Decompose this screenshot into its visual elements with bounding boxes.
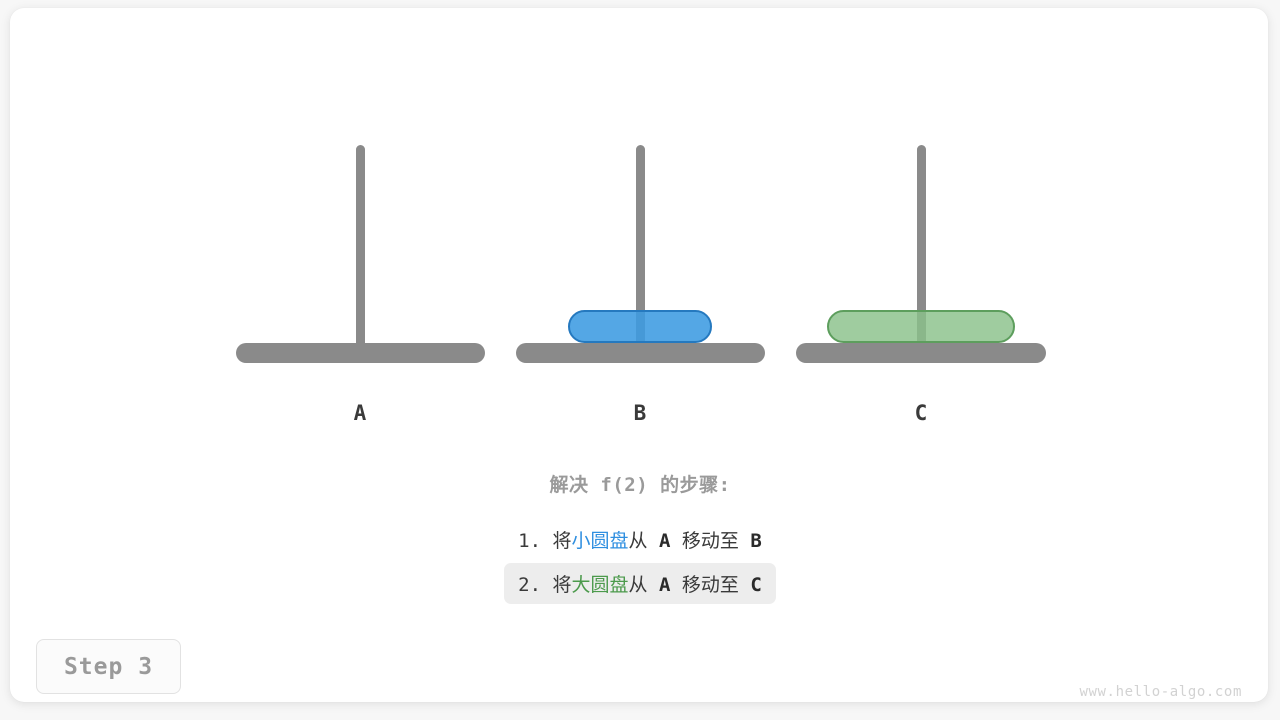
step-row: 1. 将小圆盘从 A 移动至 B: [504, 519, 776, 560]
step-object: 小圆盘: [571, 530, 629, 552]
step-object: 大圆盘: [571, 574, 629, 596]
peg-rod-a: [356, 145, 365, 350]
peg-rod-c: [917, 145, 926, 350]
peg-label-b: B: [633, 401, 647, 425]
disk-large: [827, 310, 1015, 343]
caption-block: 解决 f(2) 的步骤: 1. 将小圆盘从 A 移动至 B 2. 将大圆盘从 A…: [0, 470, 1280, 607]
caption-title: 解决 f(2) 的步骤:: [549, 474, 731, 496]
step-to-peg: B: [750, 530, 762, 552]
peg-base-a: [236, 343, 485, 363]
watermark: www.hello-algo.com: [1079, 684, 1242, 700]
step-to-peg: C: [750, 574, 762, 596]
step-verb: 将: [552, 574, 572, 596]
step-from-peg: A: [659, 574, 671, 596]
step-move-word: 移动至: [681, 574, 739, 596]
step-list: 1. 将小圆盘从 A 移动至 B 2. 将大圆盘从 A 移动至 C: [504, 519, 776, 607]
peg-rod-b: [636, 145, 645, 350]
step-from-word: 从: [628, 574, 648, 596]
step-index: 1.: [518, 530, 542, 552]
step-index: 2.: [518, 574, 542, 596]
peg-base-c: [796, 343, 1046, 363]
step-badge: Step 3: [36, 639, 181, 694]
step-row: 2. 将大圆盘从 A 移动至 C: [504, 563, 776, 604]
peg-label-a: A: [353, 401, 367, 425]
step-from-word: 从: [628, 530, 648, 552]
disk-small: [568, 310, 712, 343]
step-from-peg: A: [659, 530, 671, 552]
step-verb: 将: [552, 530, 572, 552]
peg-base-b: [516, 343, 765, 363]
step-move-word: 移动至: [681, 530, 739, 552]
peg-label-c: C: [914, 401, 928, 425]
